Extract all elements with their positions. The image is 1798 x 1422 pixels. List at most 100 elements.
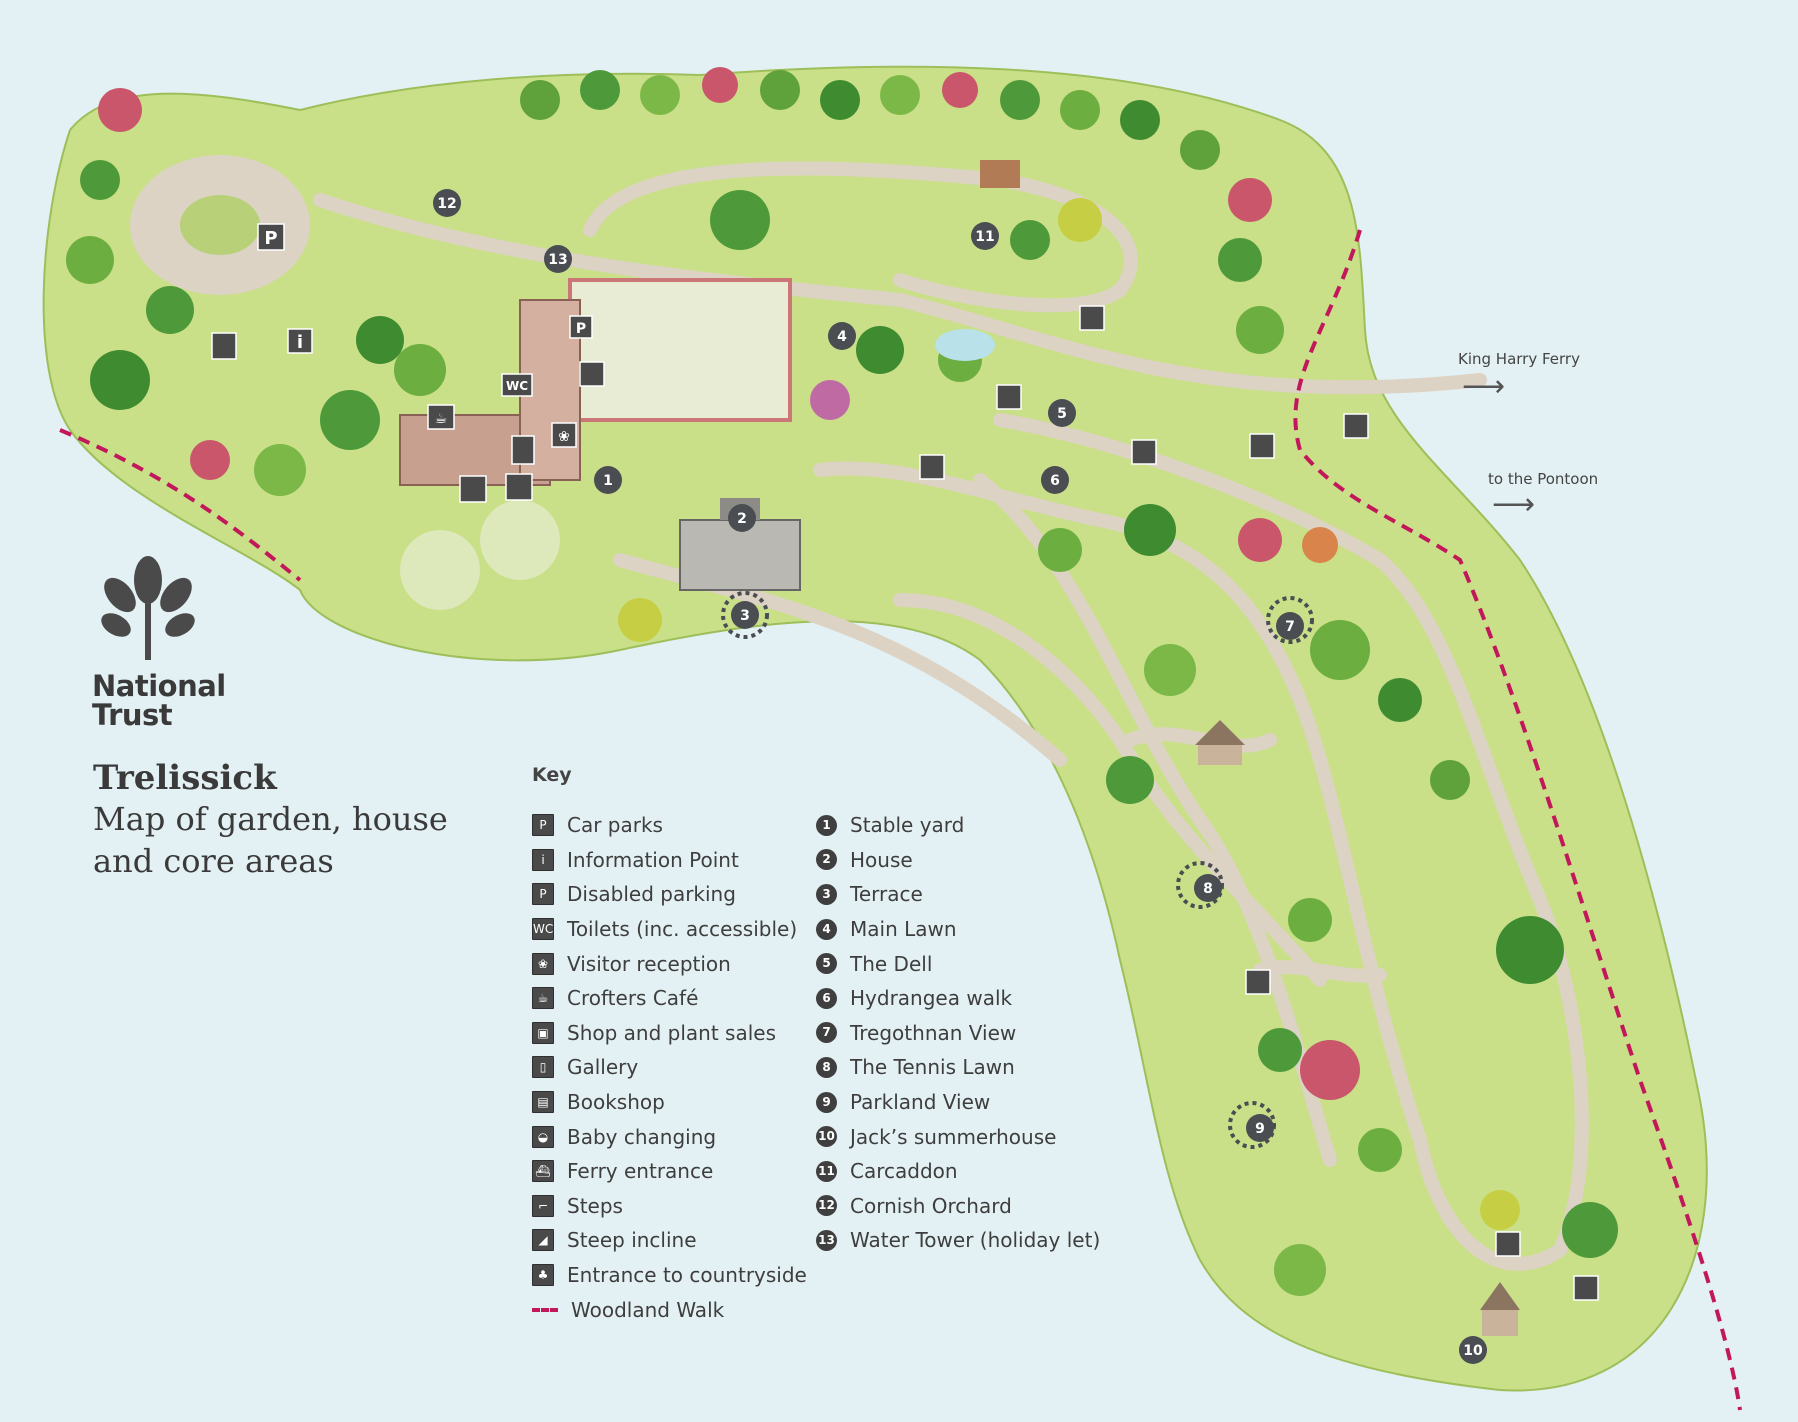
place-number-badge: 9 xyxy=(816,1091,837,1113)
key-item-label: Shop and plant sales xyxy=(567,1020,776,1045)
countryside-entrance-icon: ♣ xyxy=(532,1264,554,1287)
map-visitor-reception-icon xyxy=(551,422,577,448)
map-shop-icon xyxy=(579,361,605,387)
map-disabled-parking-icon xyxy=(569,315,593,339)
place-number-badge: 13 xyxy=(816,1229,837,1251)
key-place-label: Main Lawn xyxy=(850,917,957,942)
key-item: ▤Bookshop xyxy=(532,1085,807,1120)
key-place-item: 6 Hydrangea walk xyxy=(816,981,1100,1016)
key-item: ◒ Baby changing xyxy=(532,1119,807,1154)
place-marker xyxy=(544,245,572,273)
toilets-icon: WC xyxy=(532,918,554,941)
place-number-badge: 3 xyxy=(816,883,837,905)
place-number-badge: 7 xyxy=(816,1022,837,1044)
key-item: WC Toilets (inc. accessible) xyxy=(532,912,807,947)
steep-incline-icon: ◢ xyxy=(532,1229,554,1252)
place-number-badge: 10 xyxy=(816,1126,837,1148)
woodland-walk-dash-icon xyxy=(532,1307,558,1312)
key-item-label: Information Point xyxy=(567,847,739,872)
place-marker-number: 4 xyxy=(837,329,847,345)
place-number-badge: 8 xyxy=(816,1056,837,1078)
visitor-reception-icon: ❀ xyxy=(532,952,554,975)
key-item: ⌐Steps xyxy=(532,1189,807,1224)
key-place-label: Hydrangea walk xyxy=(850,986,1013,1011)
trees xyxy=(66,67,1618,1296)
key-item-label: Toilets (inc. accessible) xyxy=(567,917,798,942)
key-item-label: Entrance to countryside xyxy=(567,1263,807,1288)
baby-changing-icon: ◒ xyxy=(532,1125,554,1148)
place-marker-number: 13 xyxy=(548,252,567,268)
place-marker xyxy=(971,222,999,250)
map-baby-changing-icon xyxy=(505,473,533,501)
key-item-label: Woodland Walk xyxy=(571,1297,725,1322)
disabled-parking-icon: P xyxy=(532,883,554,906)
place-marker-number: 5 xyxy=(1057,406,1067,422)
key-item-label: Baby changing xyxy=(567,1124,717,1149)
map-steps-icon xyxy=(1079,305,1105,331)
walled-garden xyxy=(568,278,792,422)
map-title-block: Trelissick Map of garden, house and core… xyxy=(93,758,453,882)
map-ferry-icon xyxy=(1249,433,1275,459)
key-item-label: Steep incline xyxy=(567,1228,697,1253)
ferry-icon: ⛴ xyxy=(532,1160,554,1183)
parking-icon: P xyxy=(532,814,554,837)
map-steps-icon-3 xyxy=(1245,969,1271,995)
place-marker xyxy=(1041,466,1069,494)
gazebo xyxy=(1198,745,1242,765)
ferry-arrow-icon: ⟶ xyxy=(1462,369,1506,404)
key-place-item: 11 Carcaddon xyxy=(816,1154,1100,1189)
svg-text:☕: ☕ xyxy=(435,411,448,427)
key-place-label: Terrace xyxy=(850,882,923,907)
bookshop-icon: ▤ xyxy=(532,1091,554,1114)
place-marker-number: 8 xyxy=(1203,881,1213,897)
place-marker xyxy=(1459,1336,1487,1364)
place-marker xyxy=(828,322,856,350)
place-marker-number: 2 xyxy=(737,511,747,527)
map-countryside-entrance-icon xyxy=(211,332,237,360)
oak-leaf-icon xyxy=(101,556,195,660)
map-steep-incline-icon-2 xyxy=(1131,439,1157,465)
key-item-label: Disabled parking xyxy=(567,882,736,907)
steps-icon: ⌐ xyxy=(532,1194,554,1217)
key-item-label: Visitor reception xyxy=(567,951,731,976)
map-information-icon xyxy=(287,328,313,354)
key-place-label: Carcaddon xyxy=(850,1159,958,1184)
key-place-label: Jack’s summerhouse xyxy=(850,1124,1057,1149)
place-marker-number: 6 xyxy=(1050,473,1060,489)
place-marker-number: 11 xyxy=(975,229,994,245)
place-marker xyxy=(594,466,622,494)
svg-text:❀: ❀ xyxy=(558,429,570,445)
key-item-label: Ferry entrance xyxy=(567,1159,714,1184)
key-place-label: Tregothnan View xyxy=(850,1020,1017,1045)
map-bookshop-icon xyxy=(459,475,487,503)
place-number-badge: 6 xyxy=(816,987,837,1009)
map-facility-icons: P i P WC ❀ ☕ xyxy=(211,223,1599,1301)
shop-icon: ▣ xyxy=(532,1021,554,1044)
key-item: ❀ Visitor reception xyxy=(532,946,807,981)
gazebo-roof xyxy=(1195,720,1245,745)
place-number-badge: 11 xyxy=(816,1160,837,1182)
place-number-badge: 5 xyxy=(816,953,837,975)
map-gallery-icon xyxy=(511,435,535,465)
map-subtitle: Map of garden, house and core areas xyxy=(93,800,448,880)
key-place-label: Water Tower (holiday let) xyxy=(850,1228,1101,1253)
place-number-badge: 2 xyxy=(816,849,837,871)
key-place-item: 3 Terrace xyxy=(816,877,1100,912)
svg-text:P: P xyxy=(576,321,586,337)
key-item: P Disabled parking xyxy=(532,877,807,912)
key-heading: Key xyxy=(532,764,572,786)
place-marker xyxy=(731,601,759,629)
key-place-label: Stable yard xyxy=(850,813,965,838)
key-place-label: House xyxy=(850,847,913,872)
svg-text:P: P xyxy=(264,228,277,249)
key-place-item: 7 Tregothnan View xyxy=(816,1016,1100,1051)
place-marker xyxy=(433,189,461,217)
map-steps-icon-4 xyxy=(1495,1231,1521,1257)
